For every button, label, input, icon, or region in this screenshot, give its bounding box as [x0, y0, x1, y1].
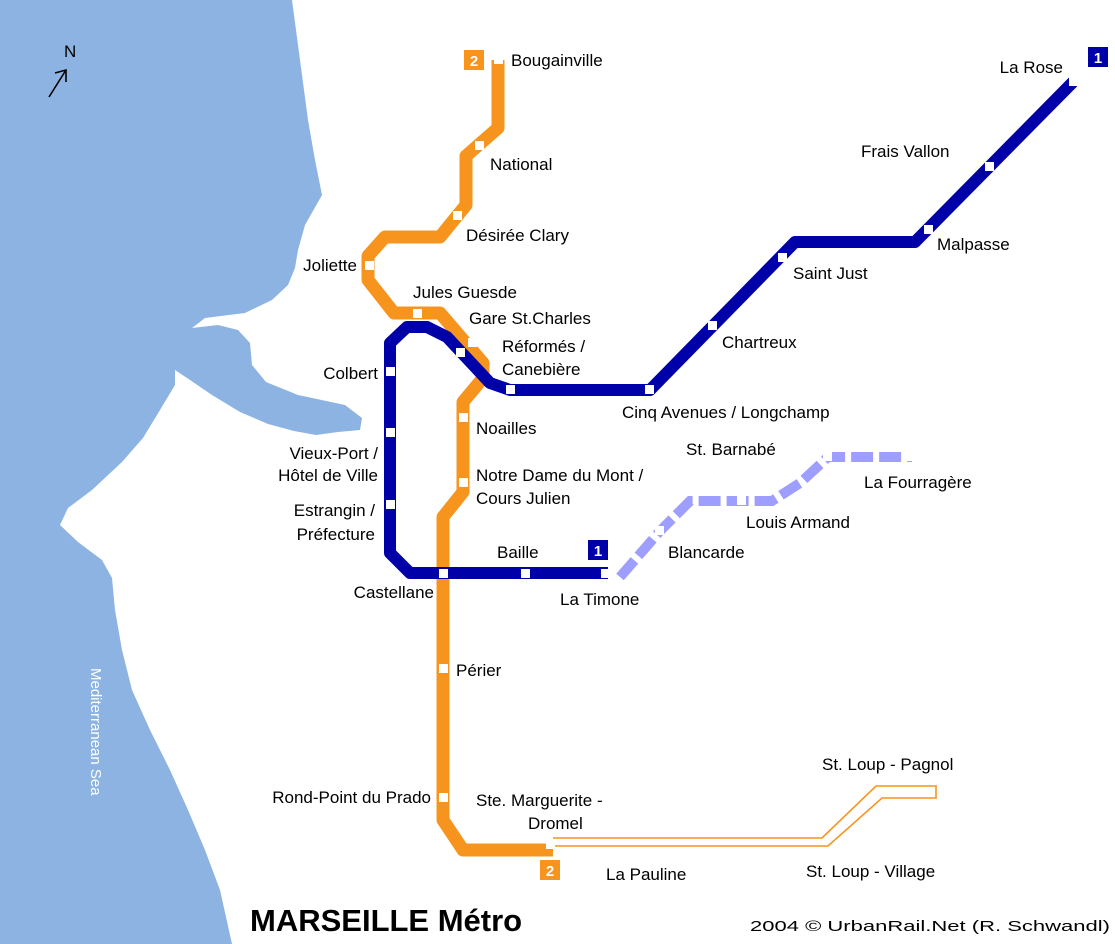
line-2-branch-outer: [553, 785, 937, 847]
station-marker: [453, 211, 462, 220]
station-label-castellane: Castellane: [354, 583, 434, 602]
station-label-baille: Baille: [497, 543, 539, 562]
north-arrow: N: [48, 42, 76, 98]
station-marker: [439, 664, 448, 673]
station-marker: [1069, 77, 1078, 86]
station-marker: [506, 385, 515, 394]
station-label-noailles: Noailles: [476, 419, 536, 438]
station-label-colbert: Colbert: [323, 364, 378, 383]
line-1-badge-top: 1: [1088, 47, 1108, 67]
station-label-vieux-port-line2: Hôtel de Ville: [278, 466, 378, 485]
north-label: N: [64, 42, 76, 61]
station-marker: [708, 321, 717, 330]
station-label-reformes-line1: Réformés /: [502, 337, 585, 356]
station-marker: [439, 569, 448, 578]
station-marker: [386, 367, 395, 376]
station-label-frais-vallon: Frais Vallon: [861, 142, 950, 161]
station-label-notre-dame-line2: Cours Julien: [476, 489, 571, 508]
station-label-st-loup-village: St. Loup - Village: [806, 862, 935, 881]
station-label-la-timone: La Timone: [560, 590, 639, 609]
station-marker: [365, 261, 374, 270]
station-marker: [475, 141, 484, 150]
sea-label: Mediterranean Sea: [87, 668, 104, 796]
svg-text:2: 2: [546, 863, 554, 880]
station-label-st-loup-pagnol: St. Loup - Pagnol: [822, 755, 953, 774]
station-label-gare-st-charles: Gare St.Charles: [469, 309, 591, 328]
station-label-st-barnabe: St. Barnabé: [686, 440, 776, 459]
station-marker: [459, 478, 468, 487]
station-marker: [924, 225, 933, 234]
station-label-vieux-port-line1: Vieux-Port /: [289, 444, 378, 463]
mediterranean-sea: [0, 0, 362, 944]
station-marker: [494, 55, 503, 64]
station-label-louis-armand: Louis Armand: [746, 513, 850, 532]
station-markers: [365, 55, 1078, 849]
station-label-national: National: [490, 155, 552, 174]
station-label-joliette: Joliette: [303, 256, 357, 275]
station-marker: [386, 428, 395, 437]
svg-text:2: 2: [470, 53, 478, 70]
station-label-malpasse: Malpasse: [937, 235, 1010, 254]
station-marker: [655, 526, 664, 535]
station-marker: [778, 253, 787, 262]
station-label-jules-guesde: Jules Guesde: [413, 283, 517, 302]
station-label-perier: Périer: [456, 661, 502, 680]
line-2-badge-top: 2: [464, 50, 484, 70]
station-marker: [468, 338, 477, 347]
line-1-extension: [616, 452, 912, 581]
station-marker: [386, 500, 395, 509]
svg-text:1: 1: [594, 543, 602, 560]
station-label-bougainville: Bougainville: [511, 51, 603, 70]
station-label-estrangin-line2: Préfecture: [297, 525, 375, 544]
station-label-la-rose: La Rose: [1000, 58, 1063, 77]
station-marker: [456, 348, 465, 357]
line-2-badge-bottom: 2: [540, 860, 560, 880]
station-marker: [413, 309, 422, 318]
station-marker: [546, 840, 555, 849]
station-label-ste-marguerite-line2: Dromel: [528, 814, 583, 833]
station-label-saint-just: Saint Just: [793, 264, 868, 283]
station-marker: [823, 452, 832, 461]
station-marker: [459, 413, 468, 422]
station-label-cinq-avenues: Cinq Avenues / Longchamp: [622, 403, 830, 422]
station-marker: [439, 793, 448, 802]
svg-text:1: 1: [1094, 50, 1102, 67]
station-marker: [985, 162, 994, 171]
line-1-badge-timone: 1: [588, 540, 608, 560]
station-marker: [737, 496, 746, 505]
station-label-desiree-clary: Désirée Clary: [466, 226, 569, 245]
line-1-track: [384, 77, 1078, 579]
station-label-estrangin-line1: Estrangin /: [294, 501, 376, 520]
station-marker: [903, 452, 912, 461]
station-marker: [601, 569, 610, 578]
station-label-ste-marguerite-line1: Ste. Marguerite -: [476, 791, 603, 810]
station-label-reformes-line2: Canebière: [502, 360, 580, 379]
station-label-la-fourragere: La Fourragère: [864, 473, 972, 492]
map-title: MARSEILLE Métro: [250, 903, 522, 938]
station-label-rond-point-du-prado: Rond-Point du Prado: [272, 788, 431, 807]
station-marker: [645, 385, 654, 394]
station-marker: [521, 569, 530, 578]
station-label-la-pauline: La Pauline: [606, 865, 686, 884]
map-credit: 2004 © UrbanRail.Net (R. Schwandl): [750, 918, 1110, 935]
station-label-blancarde: Blancarde: [668, 543, 745, 562]
station-label-notre-dame-line1: Notre Dame du Mont /: [476, 466, 644, 485]
station-label-chartreux: Chartreux: [722, 333, 797, 352]
